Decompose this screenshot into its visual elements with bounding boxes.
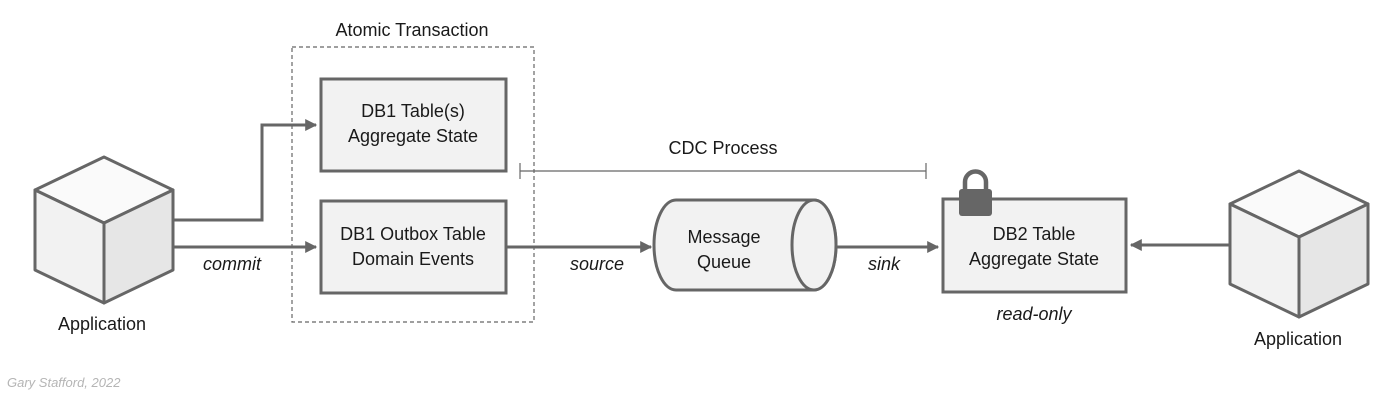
db2-line1: DB2 Table: [993, 224, 1076, 244]
transaction-boundary: [291, 46, 535, 323]
cdc-process-label: CDC Process: [668, 138, 777, 158]
queue-line2: Queue: [697, 252, 751, 272]
message-queue: Message Queue: [652, 198, 838, 292]
db1-outbox-line2: Domain Events: [352, 249, 474, 269]
db1-outbox-table: DB1 Outbox Table Domain Events: [319, 199, 508, 295]
commit-label: commit: [203, 254, 262, 274]
lock-icon: [959, 169, 992, 216]
source-label: source: [570, 254, 624, 274]
db2-line2: Aggregate State: [969, 249, 1099, 269]
transaction-title: Atomic Transaction: [335, 20, 488, 40]
atomic-transaction-group: Atomic Transaction: [291, 20, 535, 323]
application-right: Application: [1228, 169, 1370, 349]
db1-outbox-box: [319, 199, 508, 295]
db1-state-line1: DB1 Table(s): [361, 101, 465, 121]
queue-end-cap: [790, 198, 838, 292]
application-left: Application: [33, 155, 175, 334]
queue-line1: Message: [687, 227, 760, 247]
db1-state-table: DB1 Table(s) Aggregate State: [319, 77, 508, 173]
db1-state-line2: Aggregate State: [348, 126, 478, 146]
arrow-app-to-db1-state: [173, 119, 318, 222]
db1-state-box: [319, 77, 508, 173]
application-left-label: Application: [58, 314, 146, 334]
sink-label: sink: [868, 254, 901, 274]
application-right-label: Application: [1254, 329, 1342, 349]
author-credit: Gary Stafford, 2022: [7, 375, 121, 390]
application-right-cube-icon: [1228, 169, 1370, 319]
db2-read-only-note: read-only: [996, 304, 1072, 324]
db1-outbox-line1: DB1 Outbox Table: [340, 224, 486, 244]
db2-table: DB2 Table Aggregate State read-only: [941, 197, 1128, 324]
application-left-cube-icon: [33, 155, 175, 305]
cdc-process-bracket: CDC Process: [519, 138, 927, 179]
